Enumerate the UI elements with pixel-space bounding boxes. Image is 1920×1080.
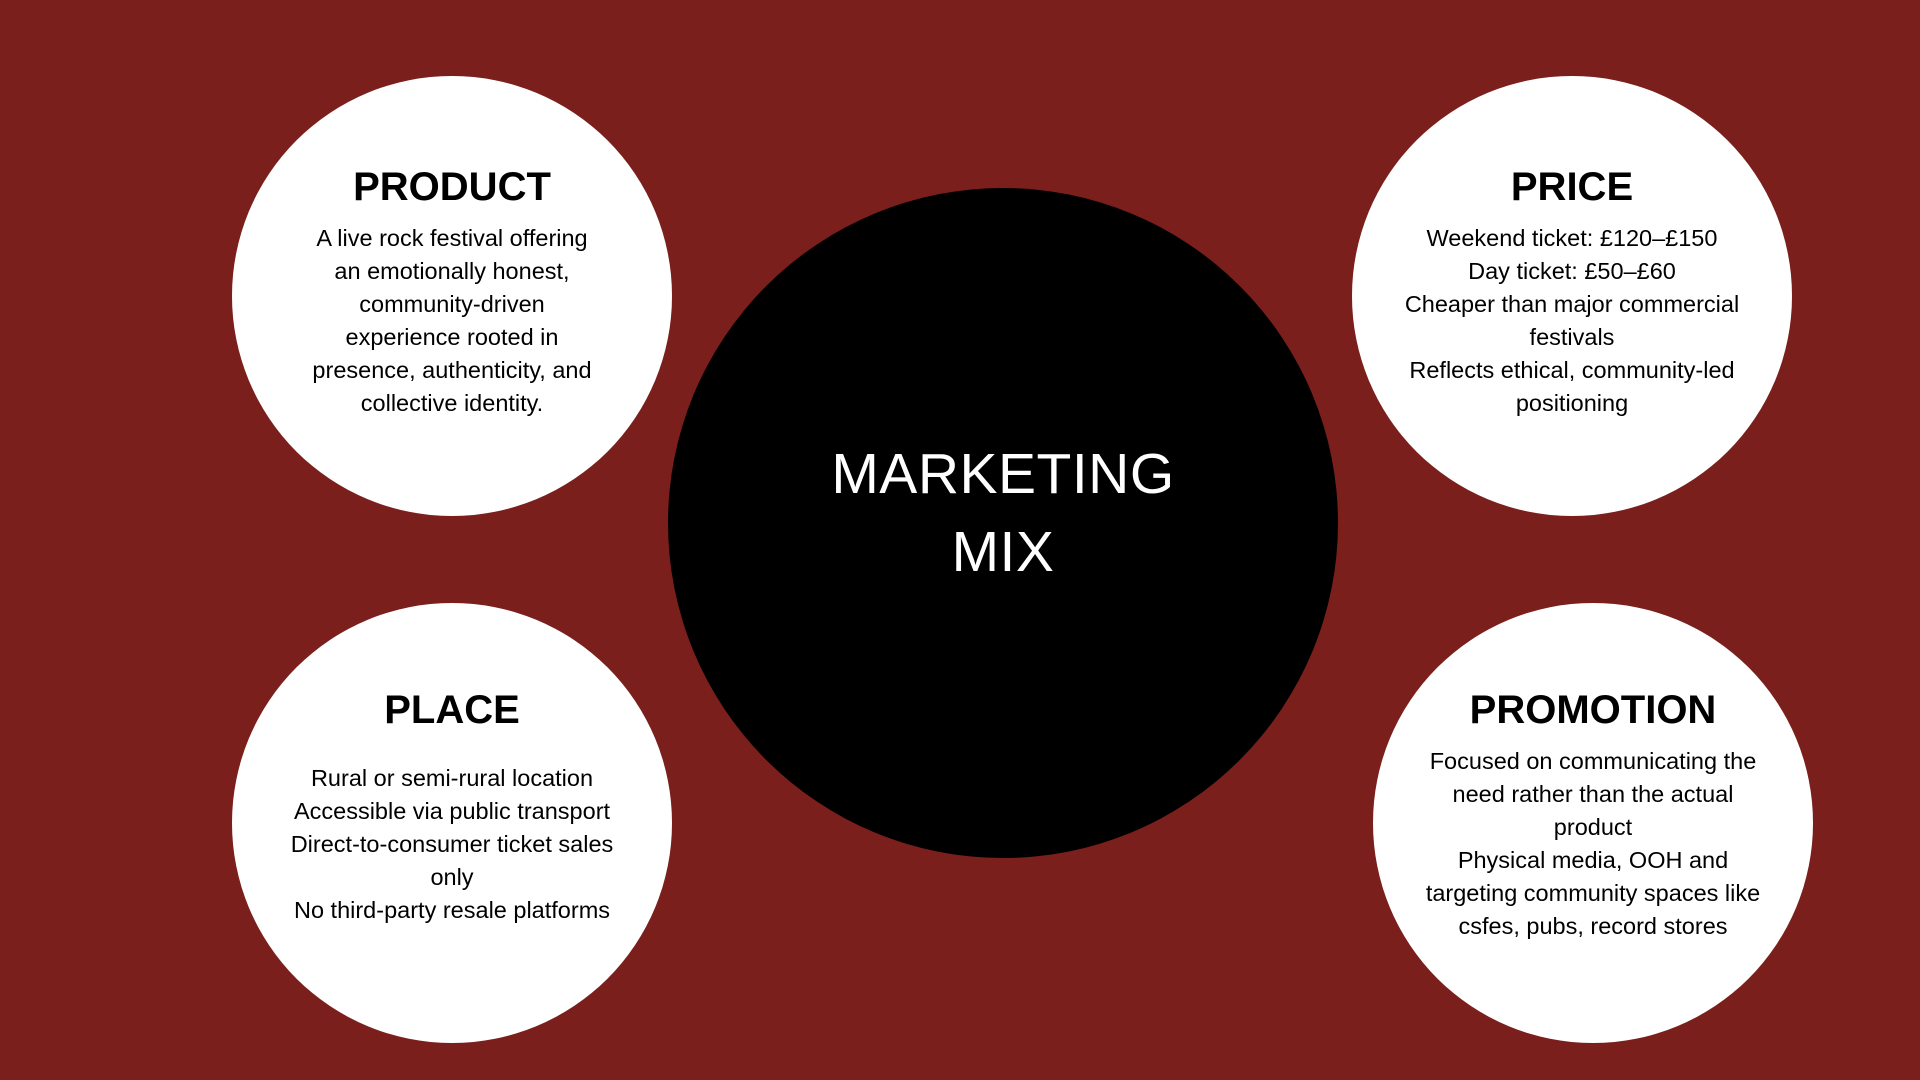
- place-description: Rural or semi-rural location Accessible …: [272, 762, 632, 927]
- price-circle: PRICE Weekend ticket: £120–£150 Day tick…: [1352, 76, 1792, 516]
- product-line: presence, authenticity, and: [312, 357, 592, 383]
- place-line: Rural or semi-rural location: [310, 765, 594, 791]
- center-circle: MARKETING MIX: [668, 188, 1338, 858]
- promotion-line: need rather than the actual: [1452, 781, 1734, 807]
- price-line: Reflects ethical, community-led: [1409, 357, 1735, 383]
- center-title: MARKETING MIX: [831, 435, 1174, 591]
- promotion-line: targeting community spaces like: [1425, 880, 1761, 906]
- promotion-line: Physical media, OOH and: [1457, 847, 1729, 873]
- promotion-line: product: [1553, 814, 1633, 840]
- price-line: positioning: [1515, 390, 1629, 416]
- product-line: an emotionally honest,: [334, 258, 570, 284]
- product-line: community-driven: [359, 291, 545, 317]
- product-line: experience rooted in: [345, 324, 559, 350]
- center-title-line-2: MIX: [951, 520, 1055, 584]
- product-line: collective identity.: [360, 390, 544, 416]
- price-line: Weekend ticket: £120–£150: [1426, 225, 1718, 251]
- price-description: Weekend ticket: £120–£150 Day ticket: £5…: [1392, 222, 1752, 420]
- price-line: Cheaper than major commercial: [1404, 291, 1740, 317]
- place-line: No third-party resale platforms: [293, 897, 611, 923]
- place-line: Accessible via public transport: [293, 798, 611, 824]
- price-heading: PRICE: [1510, 165, 1634, 209]
- promotion-heading: PROMOTION: [1469, 688, 1717, 732]
- place-line: only: [430, 864, 474, 890]
- price-line: Day ticket: £50–£60: [1468, 258, 1676, 284]
- promotion-line: csfes, pubs, record stores: [1458, 913, 1728, 939]
- place-line: Direct-to-consumer ticket sales: [290, 831, 614, 857]
- center-title-line-1: MARKETING: [831, 442, 1175, 506]
- product-line: A live rock festival offering: [316, 225, 588, 251]
- product-circle: PRODUCT A live rock festival offering an…: [232, 76, 672, 516]
- place-circle: PLACE Rural or semi-rural location Acces…: [232, 603, 672, 1043]
- product-description: A live rock festival offering an emotion…: [292, 222, 612, 420]
- place-heading: PLACE: [384, 688, 520, 732]
- promotion-circle: PROMOTION Focused on communicating the n…: [1373, 603, 1813, 1043]
- product-heading: PRODUCT: [353, 165, 551, 209]
- promotion-line: Focused on communicating the: [1429, 748, 1757, 774]
- promotion-description: Focused on communicating the need rather…: [1413, 745, 1773, 943]
- price-line: festivals: [1529, 324, 1615, 350]
